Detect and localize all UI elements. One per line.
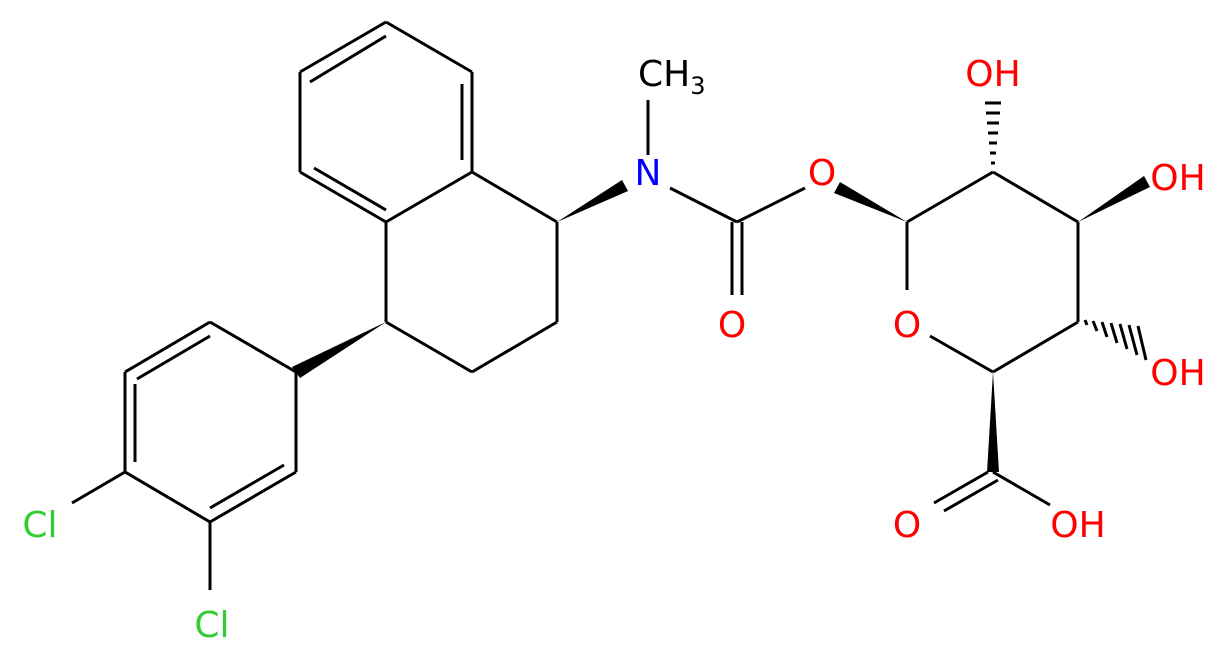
bond xyxy=(385,170,473,224)
hydroxyl-top-label: OH xyxy=(965,54,1020,95)
bond-n-carbonyl xyxy=(669,186,738,224)
carbonyl-oxygen-label: O xyxy=(718,305,746,346)
wedge-bonds xyxy=(292,176,1150,472)
bond-c-ester-o xyxy=(736,186,806,224)
bond xyxy=(385,20,473,74)
bond-acid-double xyxy=(943,478,999,513)
bond xyxy=(385,320,473,374)
bond xyxy=(471,320,558,374)
bond xyxy=(209,470,297,524)
bond xyxy=(299,20,387,74)
chlorine-label-1: Cl xyxy=(22,505,57,546)
bond xyxy=(929,334,994,374)
bond xyxy=(471,170,558,224)
wedge-bond xyxy=(834,182,907,222)
hash-bond-right xyxy=(1083,319,1148,361)
hash-bonds xyxy=(985,101,1148,361)
hash-bond-top xyxy=(985,101,1001,165)
wedge-bond xyxy=(557,180,628,222)
bond-double-inner xyxy=(313,166,387,212)
acid-hydroxyl-label: OH xyxy=(1050,505,1105,546)
bond xyxy=(906,170,994,224)
wedge-bond xyxy=(987,372,999,472)
bond xyxy=(124,320,211,374)
ester-oxygen-label: O xyxy=(808,153,836,194)
bonds xyxy=(71,20,1080,590)
hydroxyl-right-label: OH xyxy=(1150,158,1205,199)
bond-double-inner xyxy=(209,463,285,510)
bond-acid-double xyxy=(933,470,989,505)
bond xyxy=(299,170,387,224)
bond-acid-oh xyxy=(992,470,1051,507)
nitrogen-label: N xyxy=(635,153,662,194)
bond xyxy=(992,170,1079,224)
wedge-bond xyxy=(1078,176,1150,222)
bond xyxy=(124,470,211,524)
bond-double-inner xyxy=(136,334,211,381)
wedge-bond xyxy=(292,322,386,378)
bond xyxy=(992,320,1079,374)
chlorine-label-2: Cl xyxy=(194,605,229,646)
bond-double-inner xyxy=(309,34,387,84)
hydroxyl-lower-label: OH xyxy=(1150,353,1205,394)
bond xyxy=(209,320,297,374)
acid-carbonyl-oxygen-label: O xyxy=(893,505,921,546)
methyl-label: CH3 xyxy=(638,54,706,100)
ring-oxygen-label: O xyxy=(893,305,921,346)
bond-c-cl xyxy=(71,470,126,505)
